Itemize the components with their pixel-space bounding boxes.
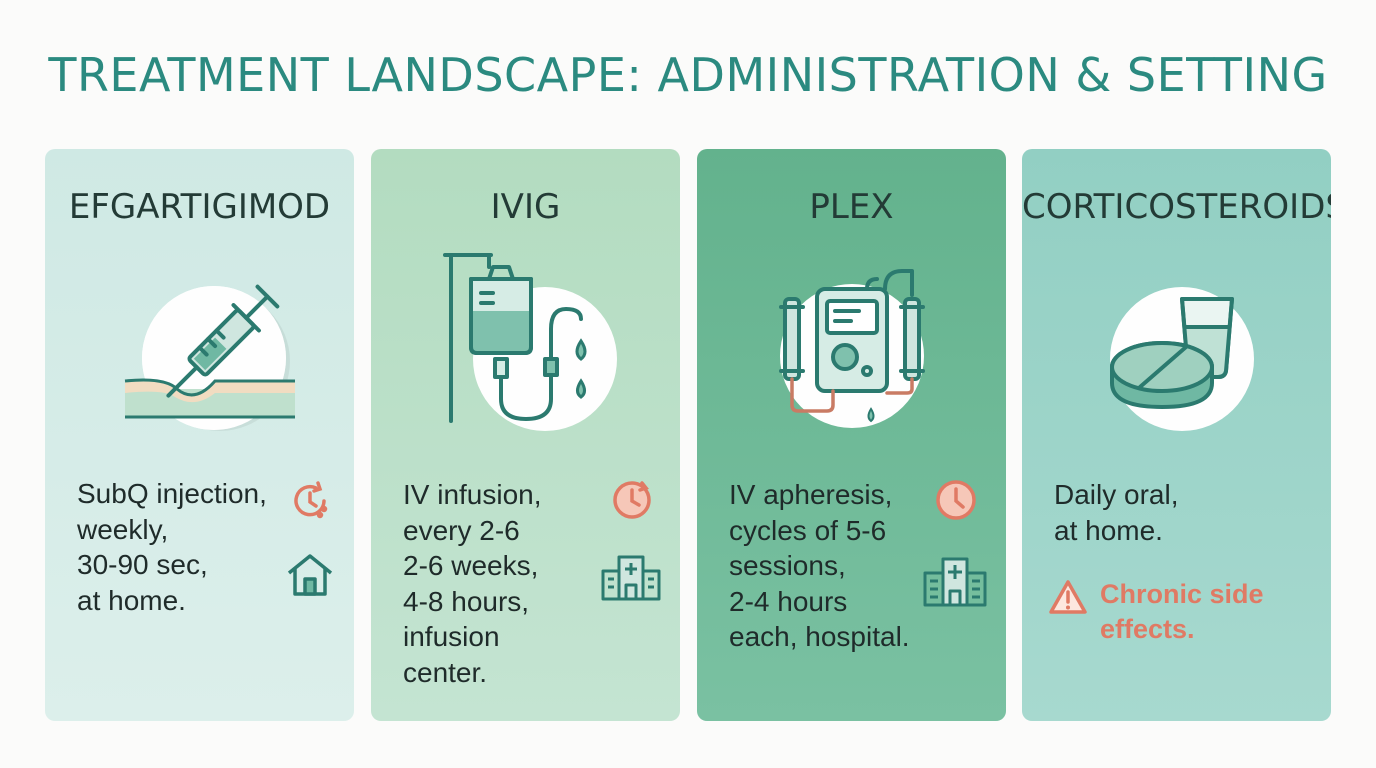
syringe-injection-icon	[115, 259, 305, 453]
warning-callout: Chronic side effects.	[1048, 577, 1264, 647]
card-text-ivig: IV infusion, every 2-6 2-6 weeks, 4-8 ho…	[403, 479, 542, 688]
hospital-building-icon	[599, 551, 663, 607]
card-corticosteroids: CORTICOSTEROIDS Daily oral, at home. Chr…	[1022, 149, 1331, 721]
card-title-plex: PLEX	[809, 187, 894, 227]
card-text-plex: IV apheresis, cycles of 5-6 sessions, 2-…	[729, 479, 910, 652]
warning-triangle-icon	[1049, 580, 1087, 614]
timer-icon	[609, 477, 655, 527]
home-icon	[285, 551, 335, 603]
card-ivig: IVIG IV infusion, every 2-6 2-	[371, 149, 680, 721]
card-title-corticosteroids: CORTICOSTEROIDS	[1022, 187, 1331, 227]
warning-text: Chronic side effects.	[1100, 579, 1264, 644]
card-text-efgartigimod: SubQ injection, weekly, 30-90 sec, at ho…	[77, 478, 267, 616]
clock-icon	[933, 477, 979, 527]
card-text-corticosteroids: Daily oral, at home.	[1054, 479, 1179, 546]
timer-icon	[288, 479, 332, 527]
pill-and-water-glass-icon	[1082, 259, 1272, 453]
page-title: TREATMENT LANDSCAPE: ADMINISTRATION & SE…	[48, 48, 1328, 102]
iv-drip-bag-icon	[441, 249, 641, 443]
hospital-building-icon	[921, 553, 989, 613]
card-title-ivig: IVIG	[490, 187, 561, 227]
card-plex: PLEX	[697, 149, 1006, 721]
apheresis-machine-icon	[767, 259, 957, 453]
card-title-efgartigimod: EFGARTIGIMOD	[68, 187, 331, 227]
card-efgartigimod: EFGARTIGIMOD SubQ inject	[45, 149, 354, 721]
